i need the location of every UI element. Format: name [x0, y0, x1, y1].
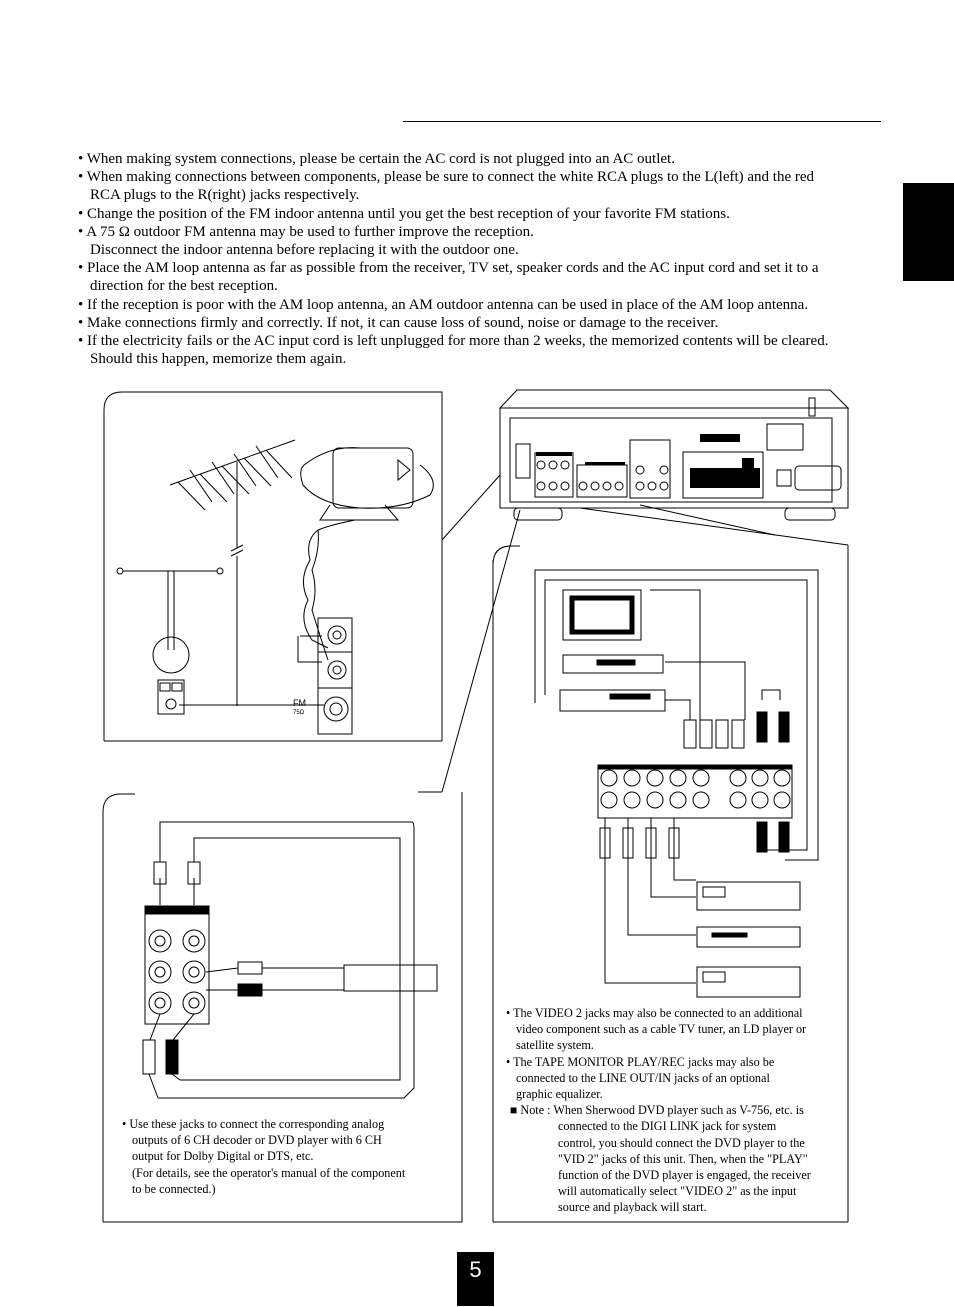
- section-tab: [903, 183, 954, 281]
- header-rule: [403, 121, 881, 122]
- bullet-3: Change the position of the FM indoor ant…: [78, 205, 888, 223]
- outdoor-fm-antenna-icon: [169, 439, 296, 706]
- video-tape-notes: The VIDEO 2 jacks may also be connected …: [506, 1005, 846, 1216]
- dvd-digilink-note: ■ Note : When Sherwood DVD player such a…: [510, 1103, 811, 1215]
- antenna-panel-frame: [103, 391, 350, 741]
- svg-text:FM: FM: [293, 698, 306, 708]
- bullet-4: A 75 Ω outdoor FM antenna may be used to…: [78, 223, 888, 259]
- six-channel-input-jacks: [144, 905, 210, 1025]
- video-tape-cables: [534, 569, 819, 984]
- video2-note: The VIDEO 2 jacks may also be connected …: [506, 1005, 846, 1054]
- cd-player-icon: [696, 926, 801, 948]
- tape-deck-2-icon: [696, 966, 801, 998]
- tape-monitor-note: The TAPE MONITOR PLAY/REC jacks may also…: [506, 1054, 846, 1103]
- indoor-fm-antenna-icon: [116, 567, 224, 715]
- six-channel-note: Use these jacks to connect the correspon…: [122, 1116, 452, 1197]
- six-channel-panel-frame: [102, 793, 135, 1222]
- receiver-jack-grid: [536, 460, 669, 491]
- vcr-icon: [562, 654, 664, 674]
- bullet-8: If the electricity fails or the AC input…: [78, 332, 888, 368]
- bullet-6: If the reception is poor with the AM loo…: [78, 296, 888, 314]
- bullet-5: Place the AM loop antenna as far as poss…: [78, 259, 888, 295]
- bullet-2: When making connections between componen…: [78, 168, 888, 204]
- tv-icon: [562, 589, 642, 641]
- dvd-6ch-decoder-box: [343, 964, 438, 992]
- six-channel-note-text: Use these jacks to connect the correspon…: [122, 1116, 452, 1197]
- svg-text:75Ω: 75Ω: [293, 710, 305, 716]
- bullet-1: When making system connections, please b…: [78, 150, 888, 168]
- am-loop-antenna-icon: [297, 447, 434, 663]
- page-number: 5: [457, 1252, 494, 1306]
- tape-deck-1-icon: [696, 881, 801, 911]
- fm-terminal-label: FM 75Ω: [293, 698, 306, 716]
- six-channel-cables: [142, 821, 438, 1099]
- video-audio-jack-block: [597, 764, 793, 819]
- bullet-7: Make connections firmly and correctly. I…: [78, 314, 888, 332]
- video-tape-panel-frame: [492, 545, 520, 1222]
- connection-precautions-list: When making system connections, please b…: [78, 150, 888, 368]
- dvd-player-icon: [559, 689, 666, 712]
- antenna-terminal-block: [179, 617, 353, 735]
